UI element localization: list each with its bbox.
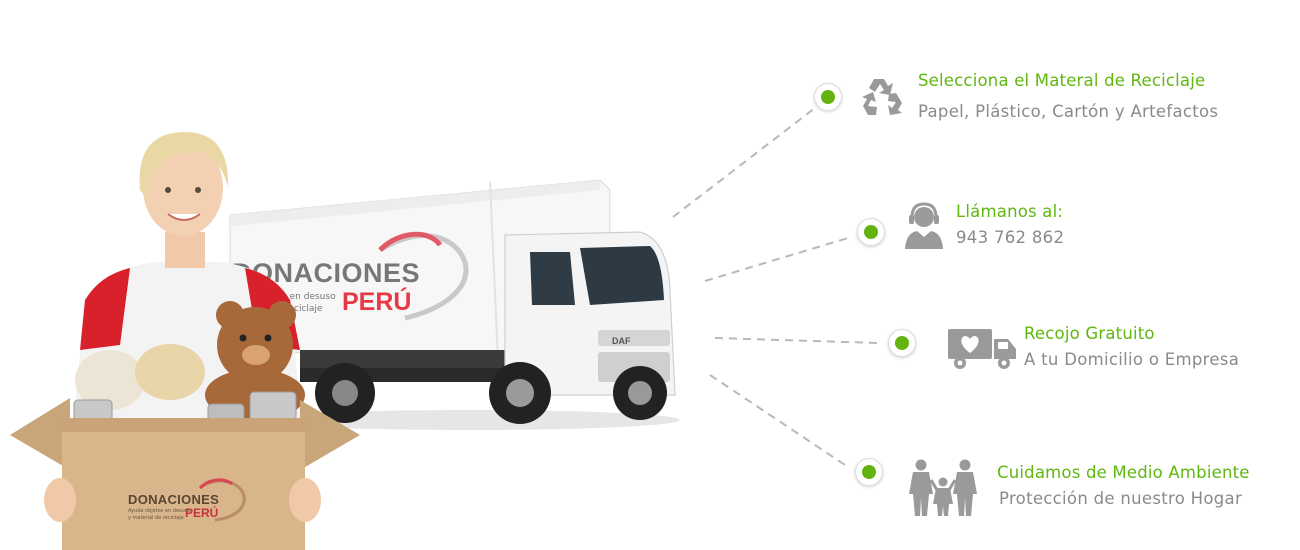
- volunteer-woman: [10, 132, 360, 550]
- feature-recycle-material[interactable]: Selecciona el Materal de Reciclaje Papel…: [814, 70, 1264, 126]
- feature-environment[interactable]: Cuidamos de Medio Ambiente Protección de…: [855, 456, 1285, 520]
- feature-1-bullet: [814, 83, 842, 111]
- family-icon: [909, 459, 977, 516]
- cab-badge: DAF: [612, 336, 631, 346]
- delivery-truck-icon: [948, 329, 1016, 369]
- truck-brand-country: PERÚ: [342, 288, 412, 316]
- feature-3-bullet: [888, 329, 916, 357]
- headset-agent-icon: [905, 202, 943, 249]
- connector-line-3: [714, 337, 879, 344]
- recycle-icon: [862, 79, 902, 115]
- box-brand-country: PERÚ: [185, 506, 219, 520]
- feature-2-bullet: [857, 218, 885, 246]
- feature-1-subtitle: Papel, Plástico, Cartón y Artefactos: [918, 102, 1219, 121]
- feature-4-subtitle: Protección de nuestro Hogar: [999, 489, 1243, 508]
- feature-3-subtitle: A tu Domicilio o Empresa: [1024, 350, 1240, 369]
- box-tagline-2: y material de reciclaje: [128, 515, 184, 521]
- feature-4-bullet: [855, 458, 883, 486]
- feature-3-title: Recojo Gratuito: [1024, 324, 1155, 343]
- feature-2-phone[interactable]: 943 762 862: [956, 228, 1065, 247]
- truck-brand-tagline-1: ...os en desuso: [268, 292, 336, 302]
- feature-free-pickup[interactable]: Recojo Gratuito A tu Domicilio o Empresa: [888, 322, 1268, 376]
- connector-line-2: [704, 237, 849, 282]
- feature-2-title: Llámanos al:: [956, 202, 1064, 221]
- donation-truck: DAF: [229, 179, 680, 430]
- connector-line-4: [709, 374, 846, 466]
- truck-brand-tagline-2: ...e reciclaje: [268, 304, 323, 314]
- hero-illustration: DAF DONACIONES PERÚ ...os en desuso ...e…: [10, 132, 680, 550]
- feature-call-us[interactable]: Llámanos al: 943 762 862: [857, 198, 1117, 254]
- box-brand-name: DONACIONES: [128, 492, 220, 507]
- connector-line-1: [672, 107, 816, 218]
- feature-4-title: Cuidamos de Medio Ambiente: [997, 463, 1250, 482]
- feature-1-title: Selecciona el Materal de Reciclaje: [918, 71, 1206, 90]
- box-tagline-1: Ayuda objetos en desuso: [128, 508, 191, 514]
